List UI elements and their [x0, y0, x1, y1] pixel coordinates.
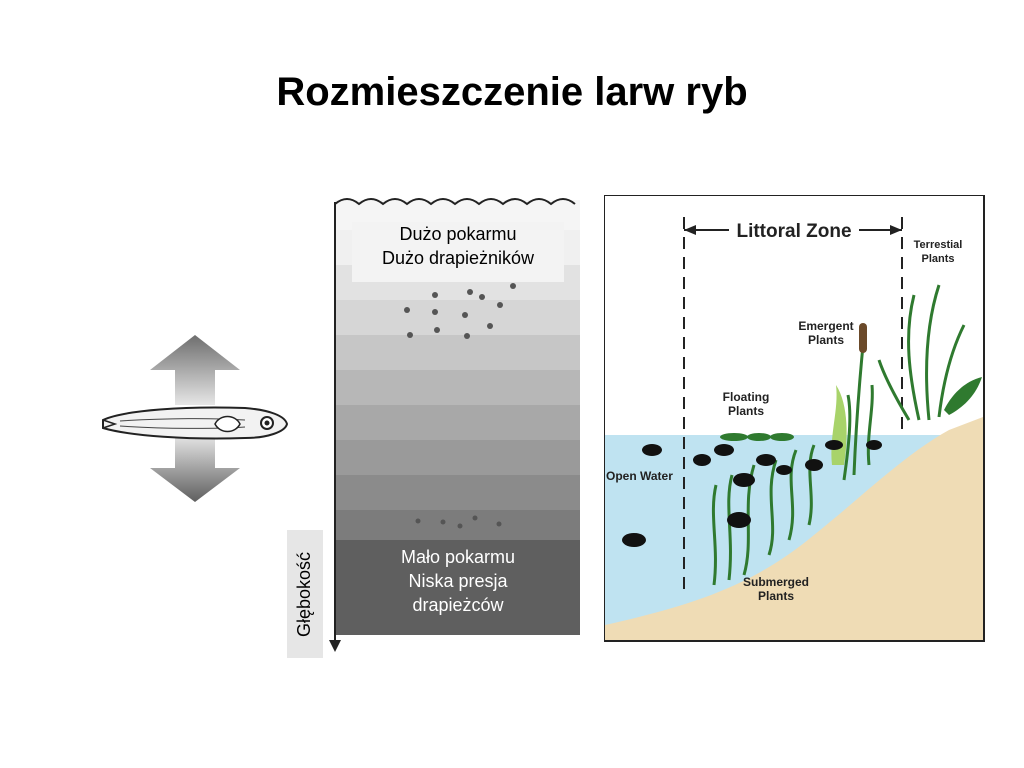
- arrow-down-icon: [150, 435, 240, 502]
- floating-plants-label-1: Floating: [723, 390, 770, 404]
- fish-silhouettes: [622, 440, 882, 547]
- top-zone-label: Dużo pokarmu Dużo drapieżników: [352, 222, 564, 282]
- water-surface-wave: [334, 198, 576, 206]
- depth-axis-label: Głębokość: [287, 530, 323, 658]
- terrestrial-plants: [877, 284, 966, 421]
- fish-larva-icon: [102, 406, 289, 440]
- open-water-label: Open Water: [606, 469, 673, 483]
- bottom-zone-line-1: Mało pokarmu: [400, 547, 516, 567]
- terrestrial-plants-label-2: Plants: [921, 253, 954, 265]
- emergent-plants-label-1: Emergent: [798, 319, 853, 333]
- emergent-plants-label-2: Plants: [808, 333, 844, 347]
- bottom-zone-line-2: Niska presja: [408, 571, 508, 591]
- submerged-plants-label-2: Plants: [758, 589, 794, 603]
- submerged-plants-label-1: Submerged: [743, 575, 809, 589]
- larvae-dots-upper: [404, 283, 516, 339]
- top-zone-line-1: Dużo pokarmu: [399, 224, 517, 244]
- larvae-dots-lower: [415, 515, 502, 529]
- fish-migration-illustration: [102, 335, 289, 502]
- depth-axis-text: Głębokość: [294, 551, 315, 637]
- floating-plants-label-2: Plants: [728, 404, 764, 418]
- shore-slope: [605, 417, 983, 640]
- depth-axis-arrow-icon: [329, 640, 341, 652]
- slide-title: Rozmieszczenie larw ryb: [276, 70, 748, 114]
- littoral-zone-diagram: Littoral Zone Open Water Floating Plants…: [604, 195, 985, 642]
- floating-plants: [720, 433, 794, 441]
- terrestrial-plants-label-1: Terrestial: [914, 239, 963, 251]
- bottom-zone-line-3: drapieżców: [412, 595, 504, 615]
- arrow-up-icon: [150, 335, 240, 405]
- top-zone-line-2: Dużo drapieżników: [381, 248, 535, 268]
- littoral-zone-label: Littoral Zone: [736, 221, 851, 242]
- bottom-zone-label: Mało pokarmu Niska presja drapieżców: [340, 545, 576, 617]
